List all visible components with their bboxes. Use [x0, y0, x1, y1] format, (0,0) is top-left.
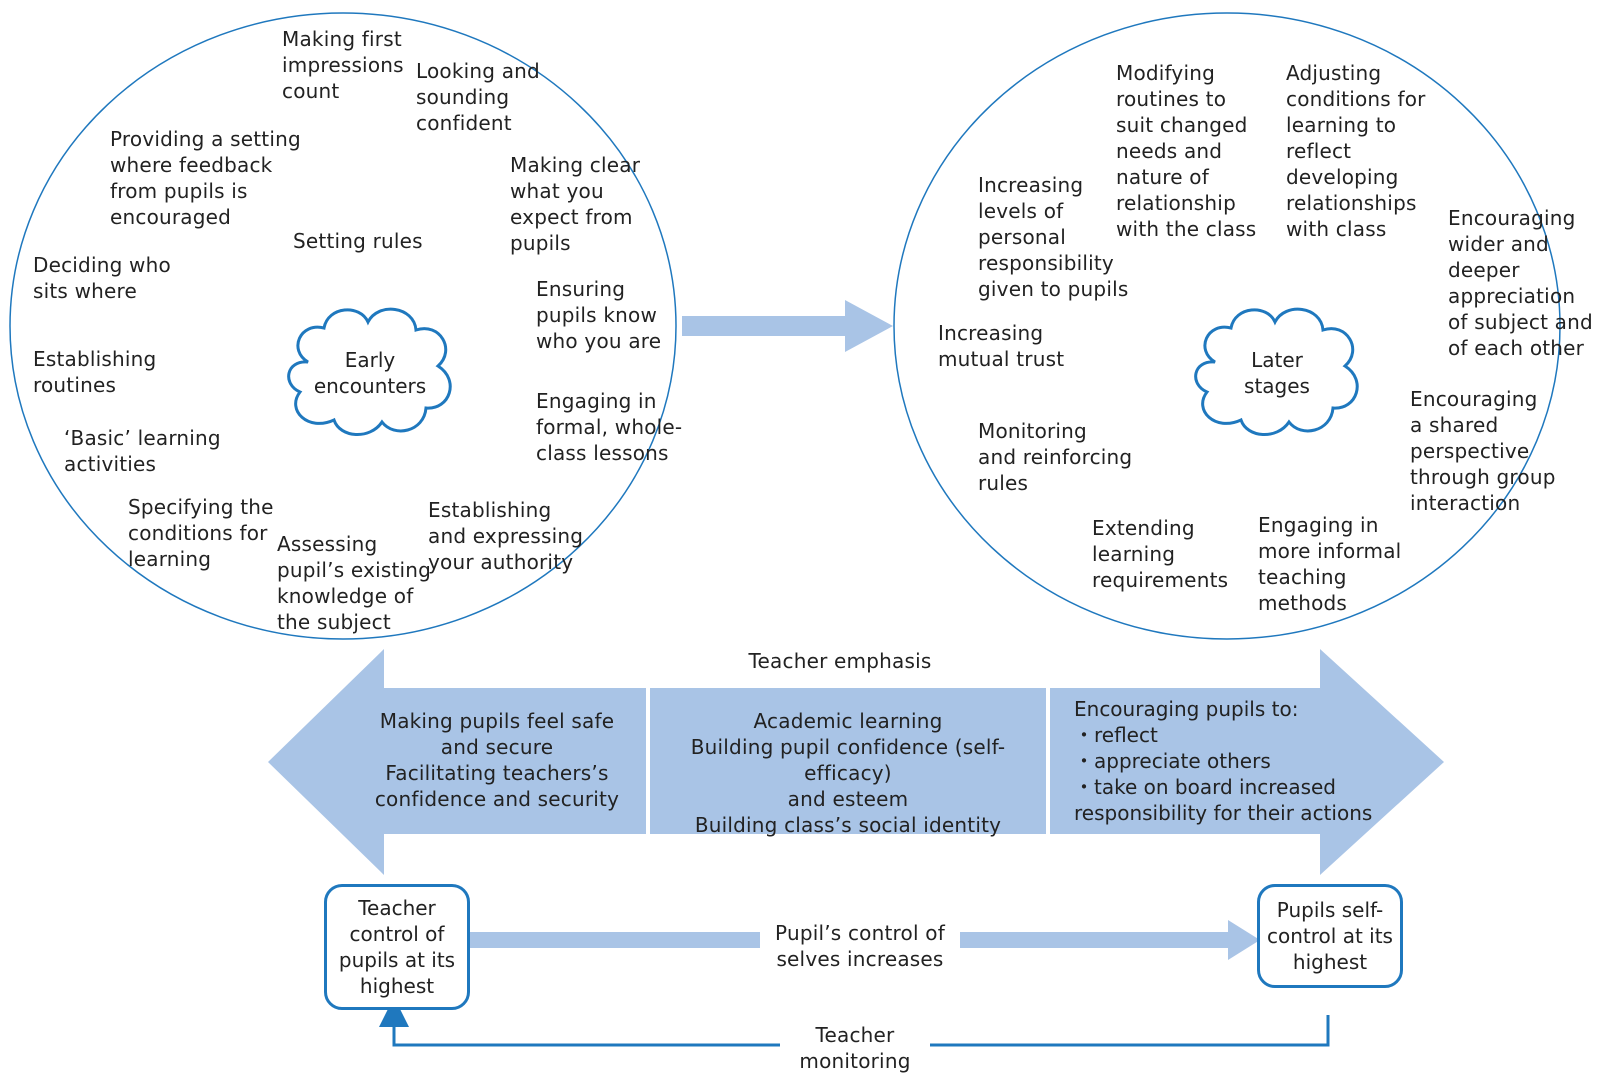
later-item: Extending learning requirements — [1092, 516, 1229, 592]
emphasis-right-bullet: ・appreciate others — [1074, 749, 1271, 773]
emphasis-right-bullet: ・reflect — [1074, 723, 1158, 747]
emphasis-right-heading: Encouraging pupils to: — [1074, 697, 1299, 721]
control-middle-label: Pupil’s control of selves increases — [760, 920, 960, 972]
later-item: Engaging in more informal teaching metho… — [1258, 513, 1402, 615]
emphasis-left: Making pupils feel safe and secure Facil… — [374, 709, 620, 811]
emphasis-title: Teacher emphasis — [748, 649, 932, 673]
early-item: Deciding who sits where — [33, 253, 171, 303]
early-encounters-ellipse — [9, 12, 677, 640]
early-cloud-icon — [287, 307, 452, 436]
early-cloud-label: Early encounters — [313, 348, 427, 398]
later-item: Encouraging wider and deeper appreciatio… — [1448, 206, 1593, 360]
early-item: Establishing routines — [33, 347, 157, 397]
later-stages-ellipse — [893, 12, 1561, 640]
early-item: Ensuring pupils know who you are — [536, 277, 662, 353]
early-item: Assessing pupil’s existing knowledge of … — [277, 532, 432, 634]
emphasis-middle: Academic learning Building pupil confide… — [690, 709, 1006, 837]
later-item: Adjusting conditions for learning to ref… — [1286, 61, 1426, 241]
early-item: Providing a setting where feedback from … — [110, 127, 301, 229]
emphasis-right-bullet: ・take on board increased responsibility … — [1074, 775, 1373, 825]
early-item: Making clear what you expect from pupils — [510, 153, 641, 255]
later-item: Monitoring and reinforcing rules — [978, 419, 1133, 495]
later-item: Increasing mutual trust — [938, 321, 1065, 371]
later-item: Encouraging a shared perspective through… — [1410, 387, 1556, 515]
early-item: Specifying the conditions for learning — [128, 495, 274, 571]
early-item: Engaging in formal, whole- class lessons — [536, 389, 683, 465]
pupil-control-box: Pupils self- control at its highest — [1257, 884, 1403, 988]
later-cloud-icon — [1194, 307, 1359, 436]
emphasis-right: Encouraging pupils to: ・reflect ・appreci… — [1074, 696, 1394, 826]
later-item: Modifying routines to suit changed needs… — [1116, 61, 1257, 241]
early-item: Setting rules — [293, 229, 423, 253]
teacher-control-box: Teacher control of pupils at its highest — [324, 884, 470, 1010]
progress-arrow — [682, 300, 893, 352]
teacher-emphasis-arrow — [268, 649, 1444, 875]
teacher-monitoring-label: Teacher monitoring — [780, 1022, 930, 1074]
early-item: Making first impressions count — [282, 27, 404, 103]
later-item: Increasing levels of personal responsibi… — [978, 173, 1129, 301]
later-cloud-label: Later stages — [1244, 348, 1310, 398]
early-item: Establishing and expressing your authori… — [428, 498, 584, 574]
early-item: ‘Basic’ learning activities — [64, 426, 221, 476]
early-item: Looking and sounding confident — [416, 59, 540, 135]
